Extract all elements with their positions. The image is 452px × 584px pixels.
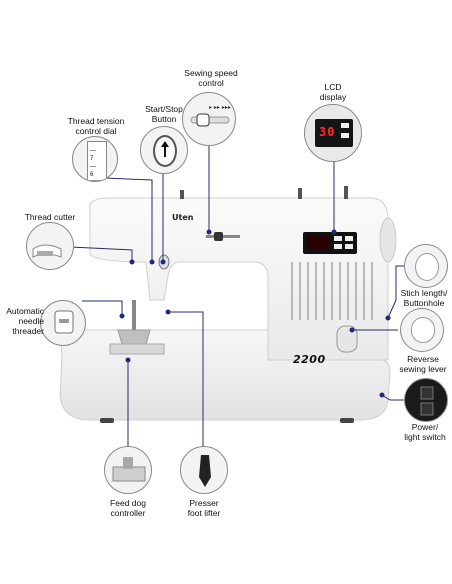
thread-cutter-circle (26, 222, 74, 270)
presser-foot (117, 329, 151, 345)
handwheel (379, 217, 397, 263)
presser-foot-label: Presser foot lifter (187, 498, 221, 518)
start-stop-label: Start/Stop Button (145, 104, 183, 124)
needle-threader-circle (40, 300, 86, 346)
speed-slider-icon: ▸ ▸▸ ▸▸▸ (190, 104, 231, 127)
start-stop-circle (140, 126, 188, 174)
feed-dog-circle (104, 446, 152, 494)
thread-tension-circle: —7—6 (72, 136, 118, 182)
reverse-lever-circle (400, 308, 444, 352)
power-switch-circle (404, 378, 448, 422)
lcd-display-circle: 30 (304, 104, 362, 162)
machine-speed-slider-knob[interactable] (214, 232, 223, 241)
leader-dots (119, 229, 391, 398)
spool-pin-2 (298, 188, 302, 199)
needle-bar (132, 300, 136, 330)
stitch-chart (291, 262, 373, 320)
thread-tension-label: Thread tension control dial (67, 116, 125, 136)
throat-plate (109, 343, 165, 355)
machine-foot-right (340, 418, 354, 423)
sewing-speed-label: Sewing speed control (184, 68, 238, 88)
spool-pin-3 (344, 186, 348, 199)
leader-lines (69, 140, 404, 448)
thread-cutter-label: Thread cutter (24, 212, 76, 222)
svg-text:▸ ▸▸ ▸▸▸: ▸ ▸▸ ▸▸▸ (209, 104, 231, 111)
spool-pin-1 (180, 190, 184, 199)
machine-foot-left (100, 418, 114, 423)
presser-foot-circle (180, 446, 228, 494)
start-stop-arrow-icon (161, 141, 169, 157)
machine-lcd-screen (307, 236, 329, 250)
reverse-lever-label: Reverse sewing lever (399, 354, 447, 374)
lcd-display-label: LCD display (319, 82, 347, 102)
stitch-length-circle (404, 244, 448, 288)
model-number: 2200 (293, 353, 326, 366)
lcd-digits: 30 (319, 125, 336, 139)
stitch-length-label: Stich length/ Buttonhole (400, 288, 448, 308)
power-switch-icon (420, 386, 434, 416)
needle-threader-label: Automatic needle threader (6, 306, 44, 336)
power-switch-label: Power/ light switch (404, 422, 446, 442)
sewing-speed-circle: ▸ ▸▸ ▸▸▸ (182, 92, 236, 146)
brand-logo: Uten (172, 213, 194, 222)
feed-dog-label: Feed dog controller (110, 498, 146, 518)
